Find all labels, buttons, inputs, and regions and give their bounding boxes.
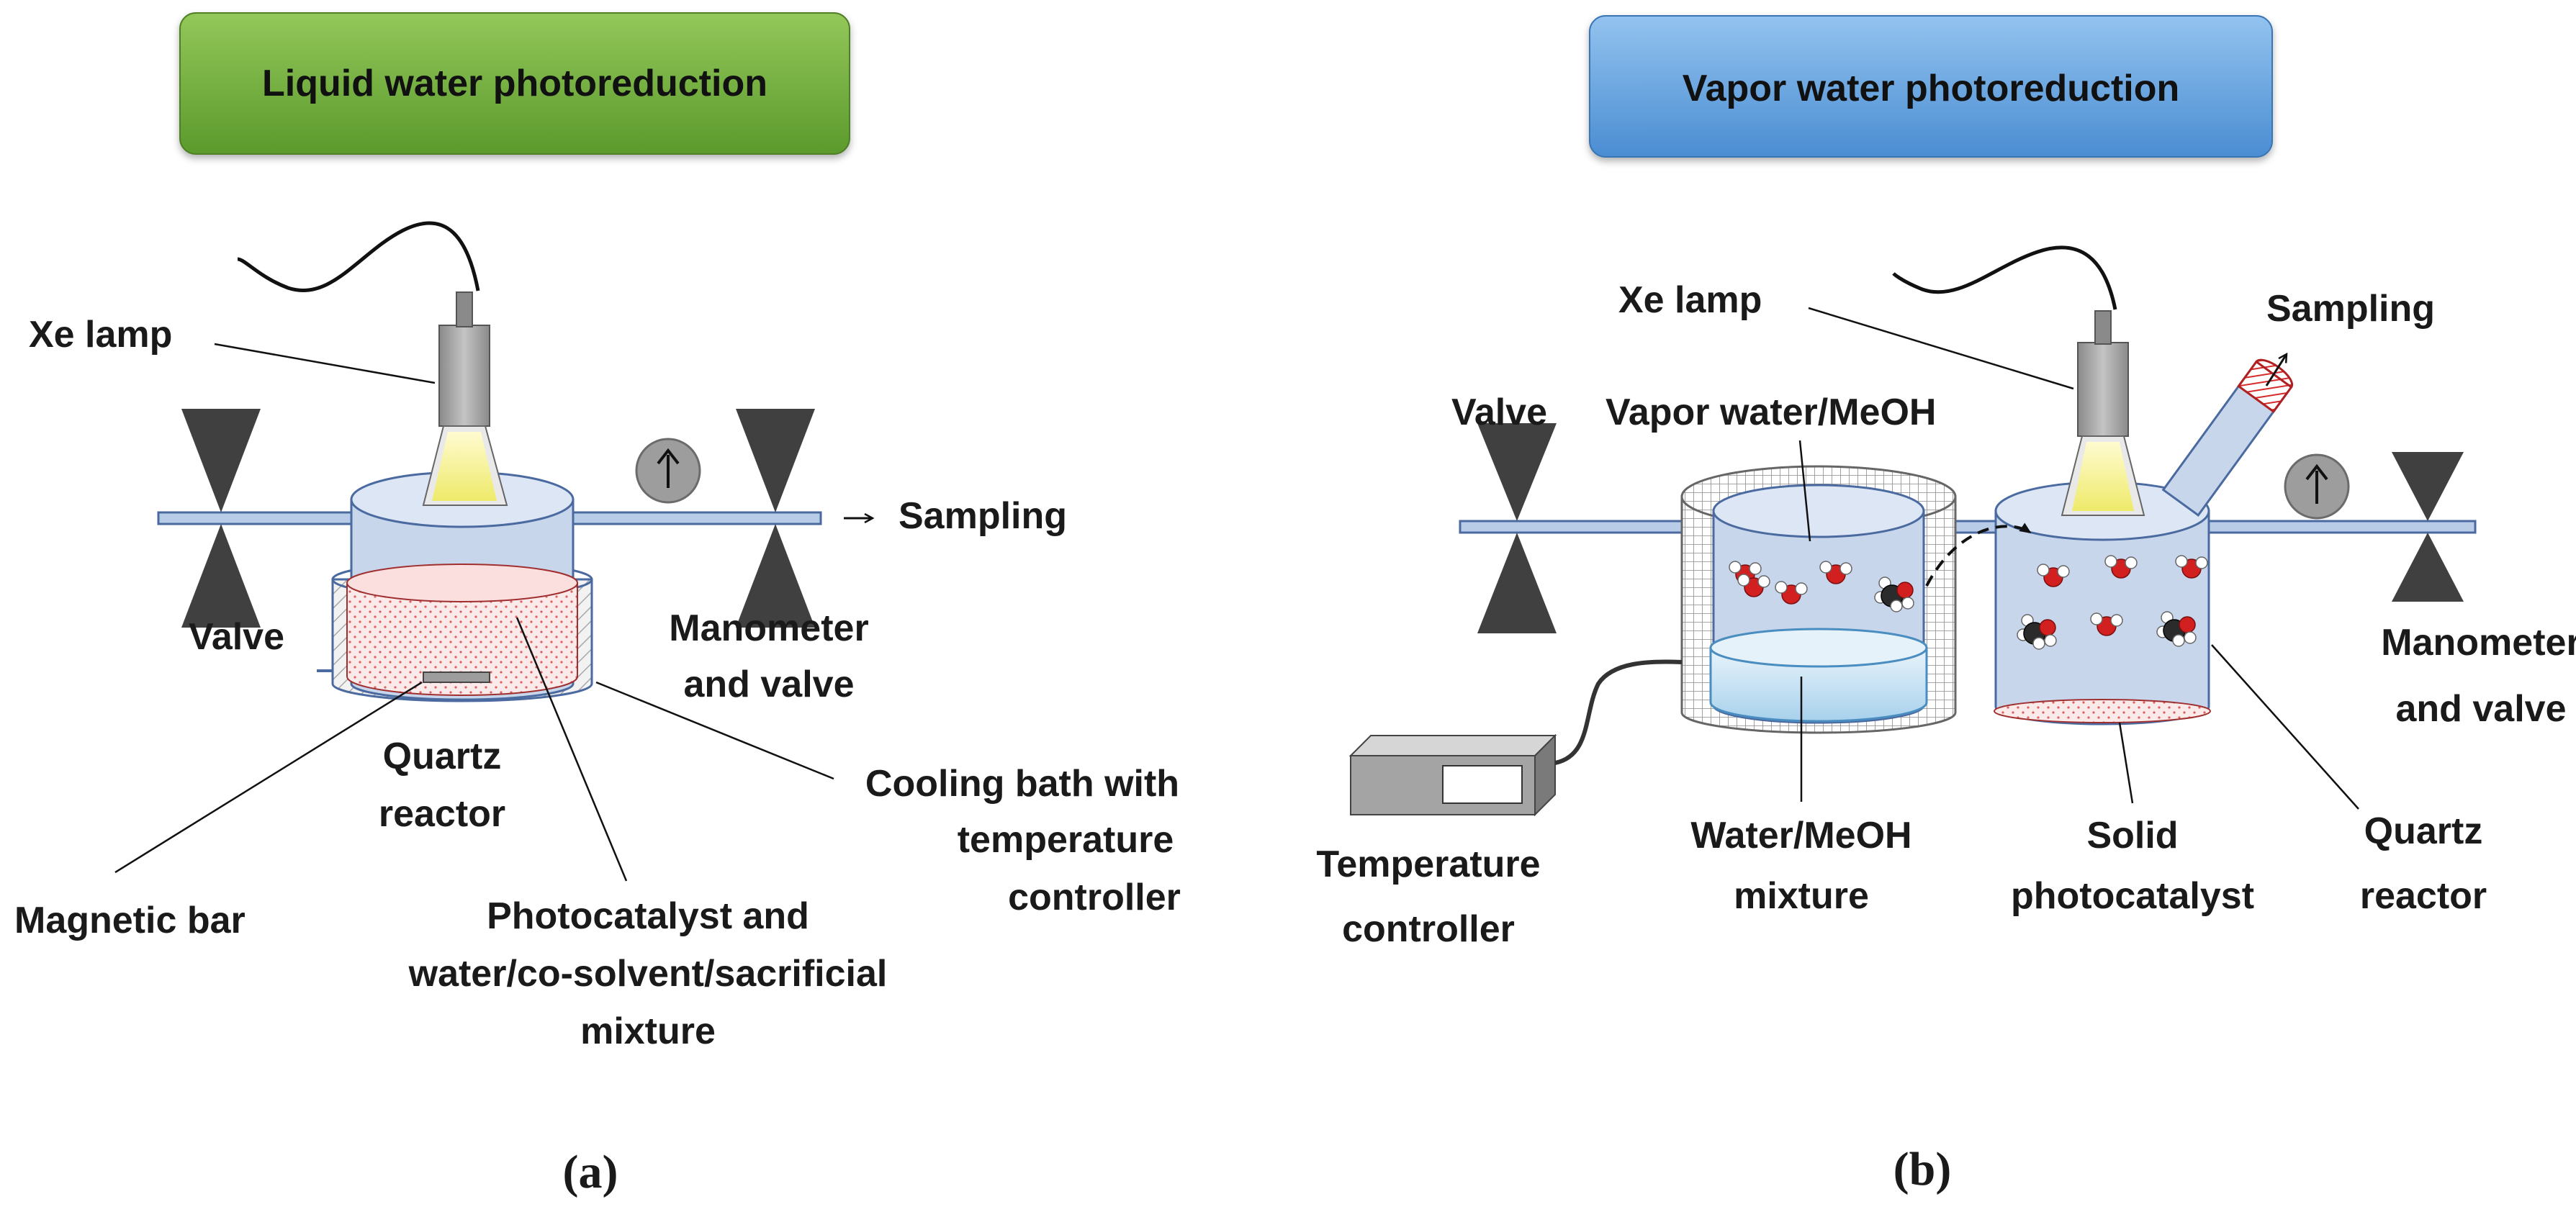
label-quartz-a-1: Quartz [383,736,502,777]
label-vapor-b: Vapor water/MeOH [1606,392,1936,433]
label-cooling-a-3: controller [1008,877,1181,918]
valve-a-right [736,409,815,628]
quartz-reactor-b [1994,481,2210,725]
pipe-b [1459,520,2477,534]
panel-a-header-text: Liquid water photoreduction [262,63,767,104]
pointer-vapor [1798,440,1811,542]
label-solid-b-2: photocatalyst [2011,875,2254,917]
sampling-arrow-b [2265,354,2287,386]
label-cooling-a-1: Cooling bath with [865,763,1179,805]
photocatalyst-mixture-a [346,564,578,696]
label-quartz-b-2: reactor [2360,875,2487,917]
caption-b: (b) [1893,1143,1952,1195]
label-manometer-a-1: Manometer [669,607,868,649]
label-temp-b-1: Temperature [1316,844,1540,885]
label-quartz-b-1: Quartz [2364,810,2483,852]
pointer-solid [2118,722,2134,804]
pointer-xe-lamp-b [1808,307,2074,390]
valve-b-left [1477,423,1557,633]
label-magnetic-bar: Magnetic bar [14,900,246,941]
label-cooling-a-2: temperature [958,819,1174,861]
label-quartz-a-2: reactor [379,793,505,835]
sampling-tube-b [2161,358,2294,517]
manometer-b [2284,453,2350,520]
label-temp-b-2: controller [1342,908,1515,950]
magnetic-bar [423,671,490,683]
valve-b-right [2392,452,2464,602]
controller-cable-b [1554,659,1683,765]
valve-a-left [181,409,261,628]
panel-b-header [1589,15,2273,158]
label-photocat-a-3: mixture [580,1010,716,1052]
caption-a: (a) [563,1146,618,1198]
label-photocat-a-1: Photocatalyst and [487,895,809,937]
label-sampling-a: Sampling [899,495,1067,537]
label-mix-b-1: Water/MeOH [1690,815,1911,856]
panel-b: Vapor water photoreduction [1316,15,2576,1195]
label-valve-a: Valve [189,616,284,658]
xe-lamp-a [237,221,508,506]
label-manometer-b-1: Manometer [2381,622,2576,664]
pointer-xe-lamp-a [214,343,436,384]
vapor-transfer-arrow [1925,523,2032,587]
xe-lamp-b [1892,245,2145,516]
panel-a: Liquid water photoreduction [14,12,1181,1198]
label-xe-lamp-b: Xe lamp [1618,279,1762,321]
panel-b-header-text: Vapor water photoreduction [1683,68,2180,109]
pointer-quartz-b [2211,644,2359,810]
pointer-magnetic-bar [114,681,423,874]
label-manometer-a-2: and valve [683,664,854,705]
panel-a-header [179,12,850,155]
label-mix-b-2: mixture [1734,875,1869,917]
manometer-a [635,438,701,504]
pointer-cooling-bath [595,681,834,780]
label-valve-b: Valve [1451,392,1547,433]
label-solid-b-1: Solid [2086,815,2178,856]
pointer-photocatalyst [515,617,628,882]
label-photocat-a-2: water/co-solvent/sacrificial [408,953,888,995]
label-manometer-b-2: and valve [2395,688,2566,730]
label-sampling-b: Sampling [2266,288,2435,330]
solid-photocatalyst-b [1994,699,2211,723]
label-xe-lamp-a: Xe lamp [29,314,172,356]
temperature-controller-b [1348,733,1557,817]
water-meoh-mixture-b [1709,628,1928,723]
